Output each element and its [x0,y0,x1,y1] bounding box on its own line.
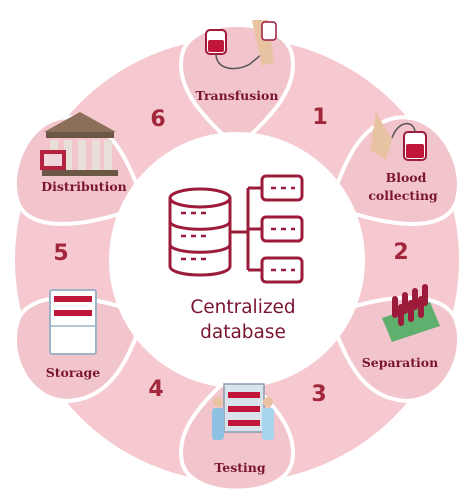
step-number-2: 2 [393,240,408,265]
step-number-4: 4 [148,377,163,402]
stage-label-collecting: collecting [368,188,438,203]
center-title-line1: Centralized [190,297,295,318]
stage-label-distribution: Distribution [41,179,127,194]
stage-label-separation: Separation [362,355,438,370]
blood-fridge-icon [49,289,97,355]
test-tube-rack-icon [382,284,440,342]
bank-building-icon [40,112,118,176]
stage-label-blood: Blood [386,170,427,185]
step-number-1: 1 [312,105,327,130]
step-number-5: 5 [53,241,68,266]
blood-donation-icon [370,112,427,161]
lab-technicians-icon [212,383,274,440]
stage-label-storage: Storage [46,365,101,380]
database-server-icon [168,174,304,284]
center-circle [109,132,365,388]
center-title-line2: database [200,322,286,343]
stage-label-transfusion: Transfusion [196,88,279,103]
blood-bag-arm-icon [205,20,277,70]
stage-label-testing: Testing [214,460,265,475]
step-number-6: 6 [150,107,165,132]
step-number-3: 3 [311,382,326,407]
